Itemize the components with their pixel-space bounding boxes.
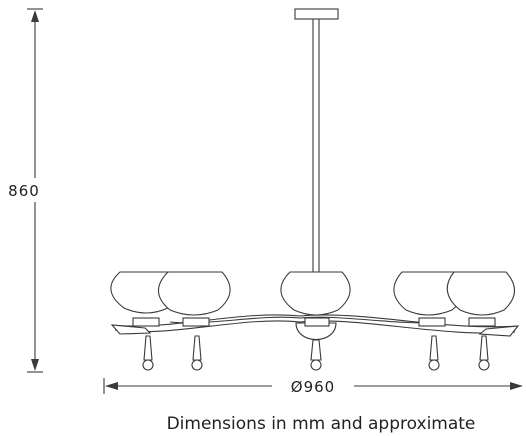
width-arrow-left [105,382,118,390]
height-label: 860 [8,182,40,200]
shade-collars [132,317,496,327]
support-arms [110,314,520,337]
drop-5 [478,335,490,371]
drop-4 [428,335,440,371]
lamp-shades [110,271,516,316]
shade-left-front [157,271,231,316]
hanging-drops [142,335,490,371]
suspension-rod [312,19,320,272]
width-arrow-right [510,382,523,390]
central-hub [295,317,337,341]
shade-center [280,271,351,316]
drop-1 [142,335,154,371]
width-label: Ø960 [291,378,335,396]
drop-2 [191,335,203,371]
height-arrow-down [31,359,39,371]
shade-right-back [446,271,516,316]
width-dimension: Ø960 [103,378,523,396]
drop-3 [310,339,322,371]
height-arrow-up [31,10,39,22]
height-dimension: 860 [8,8,43,373]
dimensions-note: Dimensions in mm and approximate [167,414,476,434]
ceiling-canopy [294,8,339,20]
